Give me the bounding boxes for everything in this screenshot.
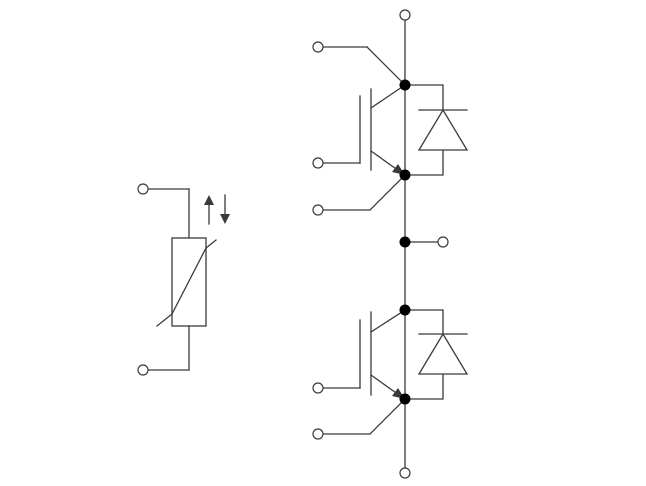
lower-emitter-sense-d: [369, 398, 406, 435]
ntc-thermistor: [137, 183, 230, 376]
lower-gate-terminal: [312, 382, 324, 394]
lower-diode-icon: [417, 332, 469, 375]
lower-collector-node: [399, 304, 411, 316]
upper-emitter-sense-d: [369, 174, 406, 211]
upper-emitter-line: [370, 150, 400, 172]
upper-collector-node: [399, 79, 411, 91]
upper-aux-terminal: [312, 41, 324, 53]
thermistor-diagonal: [156, 239, 217, 327]
igbt-lower: [312, 304, 469, 440]
upper-emitter-terminal: [312, 204, 324, 216]
upper-collector-line: [370, 84, 406, 109]
output-node: [399, 236, 411, 248]
upper-gate-terminal: [312, 157, 324, 169]
igbt-upper: [312, 41, 469, 216]
lower-collector-line: [370, 309, 406, 333]
arrow-down-icon: [220, 214, 230, 224]
ntc-terminal-bottom: [137, 364, 149, 376]
lower-emitter-line: [370, 374, 400, 396]
terminal-top: [399, 9, 411, 21]
lower-emitter-terminal: [312, 428, 324, 440]
arrow-up-icon: [204, 195, 214, 205]
ntc-terminal-top: [137, 183, 149, 195]
dc-rail: [399, 9, 449, 479]
terminal-bottom: [399, 467, 411, 479]
terminal-output: [437, 236, 449, 248]
upper-diode-icon: [417, 108, 469, 151]
upper-collector-sense-d: [366, 46, 406, 86]
lower-emitter-node: [399, 393, 411, 405]
upper-emitter-node: [399, 169, 411, 181]
